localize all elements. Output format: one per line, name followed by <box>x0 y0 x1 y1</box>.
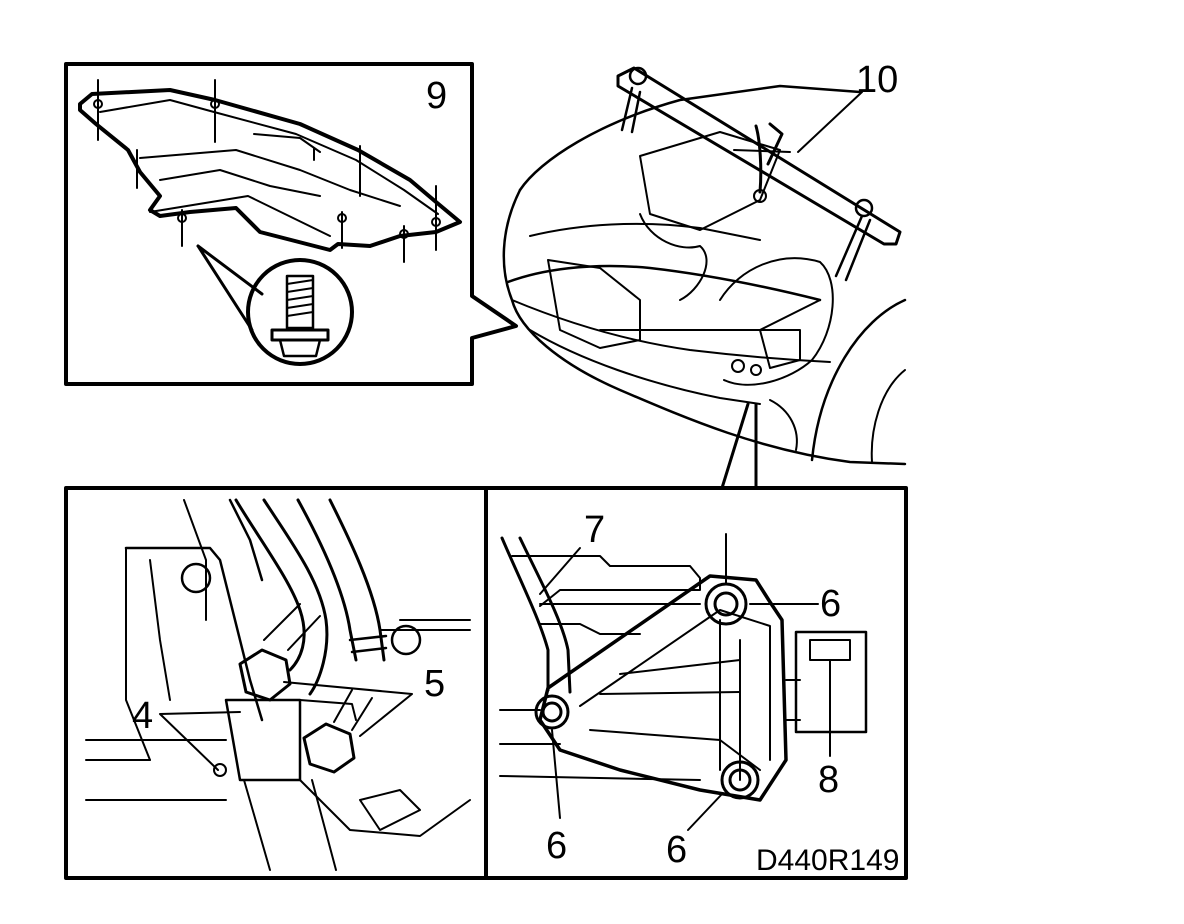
detail-pointer <box>720 402 758 490</box>
panel-underbody-cover: 9 <box>64 62 518 386</box>
hose-drawing <box>85 498 471 871</box>
bolt-detail-leader <box>196 244 264 332</box>
callout-6b-leader <box>551 729 561 819</box>
callout-6c-leader <box>687 793 723 831</box>
callout-4-leader <box>159 711 241 771</box>
callout-5: 5 <box>424 663 445 705</box>
panel-mount-bracket: 7 6 6 6 6 8 D440R149 <box>484 486 908 880</box>
panel-left-frame <box>64 486 488 880</box>
car-overview: 10 <box>502 59 907 490</box>
panel-hose-fittings: 4 5 <box>64 486 488 880</box>
callout-6b: 6 <box>546 825 567 867</box>
callout-9: 9 <box>426 75 447 117</box>
cover-plate-drawing <box>78 79 462 263</box>
callout-8: 8 <box>818 759 839 801</box>
callout-4: 4 <box>132 695 153 737</box>
bracket-drawing <box>499 536 868 802</box>
panel-right-frame <box>484 486 908 880</box>
figure-reference-code: D440R149 <box>756 844 899 877</box>
callout-7-leader <box>539 547 581 595</box>
callout-10-leader <box>797 91 863 153</box>
callout-10: 10 <box>856 59 898 101</box>
callout-5-leader <box>283 681 413 737</box>
bolt-detail <box>246 258 354 366</box>
callout-7: 7 <box>584 509 605 551</box>
callout-6c: 6 <box>666 829 687 871</box>
panel-9-frame <box>64 62 518 386</box>
callout-6a: 6 <box>820 583 841 625</box>
